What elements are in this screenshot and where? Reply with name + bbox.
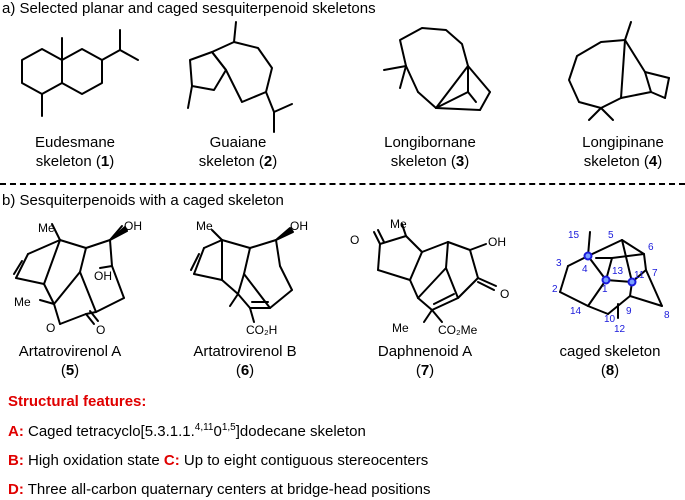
svg-text:15: 15 (568, 230, 580, 241)
label-daphnenoid-a: Daphnenoid A (7) (377, 343, 473, 379)
svg-text:14: 14 (570, 306, 582, 317)
svg-text:Me: Me (38, 221, 55, 235)
svg-text:8: 8 (664, 310, 670, 321)
svg-text:Me: Me (390, 217, 407, 231)
svg-text:O: O (500, 287, 509, 301)
svg-text:5: 5 (608, 230, 614, 241)
svg-text:O: O (350, 233, 359, 247)
svg-text:13: 13 (612, 266, 624, 277)
label-longipinane: Longipinane skeleton (4) (582, 134, 664, 170)
svg-text:OH: OH (124, 219, 142, 233)
svg-text:12: 12 (614, 324, 626, 335)
label-artatrovirenol-b: Artatrovirenol B (6) (193, 343, 297, 379)
daphnenoid-a-structure: O Me OH O Me CO₂Me (350, 217, 509, 337)
feature-b-c: B: High oxidation state C: Up to eight c… (8, 452, 429, 469)
svg-text:7: 7 (652, 268, 658, 279)
svg-text:O: O (46, 321, 55, 335)
caged-skeleton-structure: 15 5 6 3 4 13 11 1 7 2 14 10 9 8 12 (552, 230, 670, 335)
svg-text:CO₂H: CO₂H (246, 323, 277, 337)
svg-text:4: 4 (582, 264, 588, 275)
feature-a: A: Caged tetracyclo[5.3.1.1.4,1101,5]dod… (8, 422, 366, 440)
section-b-title: b) Sesquiterpenoids with a caged skeleto… (2, 192, 284, 209)
label-longibornane: Longibornane skeleton (3) (384, 134, 476, 170)
svg-text:OH: OH (290, 219, 308, 233)
artatrovirenol-a-structure: OH OH Me Me O O (13, 219, 142, 337)
longipinane-structure (568, 21, 670, 121)
svg-text:OH: OH (94, 269, 112, 283)
artatrovirenol-b-structure: OH Me CO₂H (190, 219, 308, 337)
svg-text:CO₂Me: CO₂Me (438, 323, 478, 337)
svg-text:11: 11 (634, 270, 645, 281)
svg-text:O: O (96, 323, 105, 337)
feature-d: D: Three all-carbon quaternary centers a… (8, 481, 431, 498)
section-divider (0, 183, 685, 185)
eudesmane-structure (21, 29, 139, 117)
svg-text:2: 2 (552, 284, 558, 295)
label-artatrovirenol-a: Artatrovirenol A (5) (18, 343, 122, 379)
svg-text:3: 3 (556, 258, 562, 269)
svg-text:Me: Me (392, 321, 409, 335)
svg-text:9: 9 (626, 306, 632, 317)
longibornane-structure (383, 27, 491, 111)
label-guaiane: Guaiane skeleton (2) (198, 134, 278, 170)
label-eudesmane: Eudesmane skeleton (1) (34, 134, 116, 170)
section-a-title: a) Selected planar and caged sesquiterpe… (2, 0, 376, 17)
svg-text:1: 1 (602, 284, 608, 295)
svg-text:6: 6 (648, 242, 654, 253)
svg-text:Me: Me (14, 295, 31, 309)
features-title: Structural features: (8, 393, 147, 410)
svg-text:Me: Me (196, 219, 213, 233)
svg-text:OH: OH (488, 235, 506, 249)
svg-text:10: 10 (604, 314, 616, 325)
guaiane-structure (187, 21, 293, 133)
label-caged-skeleton: caged skeleton (8) (559, 343, 661, 379)
